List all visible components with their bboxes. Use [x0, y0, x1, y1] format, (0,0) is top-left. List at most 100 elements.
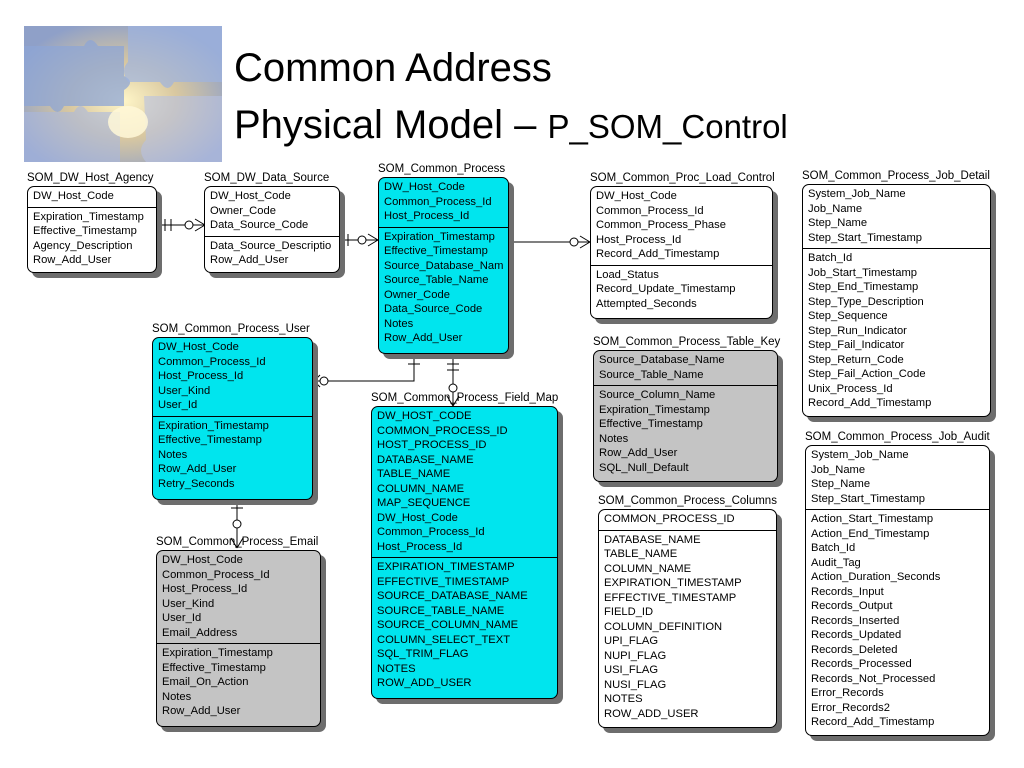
- entity-field: Unix_Process_Id: [808, 382, 893, 395]
- entity-field: Row_Add_User: [210, 254, 289, 266]
- entity-field: UPI_FLAG: [604, 635, 659, 647]
- entity-field: ROW_ADD_USER: [377, 677, 472, 689]
- entity-field: Step_Fail_Action_Code: [808, 368, 926, 380]
- entity-field: NOTES: [377, 662, 416, 675]
- entity-field: User_Kind: [162, 597, 215, 610]
- entity-table-key[interactable]: SOM_Common_Process_Table_Key Source_Data…: [593, 336, 781, 482]
- entity-field: COLUMN_NAME: [604, 562, 692, 575]
- entity-field: Record_Add_Timestamp: [808, 397, 932, 409]
- entity-field: Notes: [599, 432, 629, 445]
- entity-field: Row_Add_User: [158, 463, 237, 475]
- entity-field: Data_Source_Descriptio: [210, 239, 332, 252]
- entity-field: Attempted_Seconds: [596, 297, 697, 310]
- entity-field: EXPIRATION_TIMESTAMP: [604, 577, 742, 589]
- entity-field: HOST_PROCESS_ID: [377, 439, 487, 451]
- entity-proc-load-control[interactable]: SOM_Common_Proc_Load_Control DW_Host_Cod…: [590, 172, 775, 319]
- entity-field: System_Job_Name: [808, 188, 906, 200]
- entity-field: Host_Process_Id: [596, 233, 682, 246]
- entity-field: Notes: [162, 690, 192, 703]
- entity-field: Host_Process_Id: [158, 370, 244, 382]
- entity-field: Email_Address: [162, 626, 238, 639]
- entity-name: SOM_Common_Process_Job_Detail: [802, 170, 990, 182]
- entity-field: Effective_Timestamp: [384, 245, 488, 257]
- entity-host-agency[interactable]: SOM_DW_Host_Agency DW_Host_Code Expirati…: [27, 172, 157, 273]
- entity-field-map[interactable]: SOM_Common_Process_Field_Map DW_HOST_COD…: [371, 392, 558, 699]
- entity-field: Email_On_Action: [162, 676, 249, 688]
- entity-field: MAP_SEQUENCE: [377, 497, 471, 509]
- entity-key-fields: COMMON_PROCESS_ID: [599, 510, 776, 531]
- entity-field: Source_Table_Name: [599, 368, 704, 381]
- entity-field: Step_End_Timestamp: [808, 281, 919, 293]
- entity-job-detail[interactable]: SOM_Common_Process_Job_Detail System_Job…: [802, 170, 991, 417]
- rel-process-user-email: [230, 500, 244, 549]
- entity-field: SOURCE_COLUMN_NAME: [377, 619, 519, 631]
- entity-name: SOM_Common_Process_Email: [156, 536, 319, 548]
- entity-field: Row_Add_User: [162, 705, 241, 717]
- entity-field: Row_Add_User: [599, 447, 678, 459]
- entity-field: Source_Database_Nam: [384, 259, 504, 272]
- entity-field: Step_Start_Timestamp: [808, 231, 922, 244]
- entity-field: Records_Output: [811, 600, 893, 612]
- entity-field: SOURCE_TABLE_NAME: [377, 604, 505, 617]
- entity-field: COMMON_PROCESS_ID: [377, 424, 508, 437]
- entity-field: Record_Update_Timestamp: [596, 283, 736, 295]
- entity-field: EFFECTIVE_TIMESTAMP: [604, 591, 737, 604]
- entity-field: Records_Deleted: [811, 643, 898, 656]
- entity-field: Step_Start_Timestamp: [811, 492, 925, 505]
- entity-field: Effective_Timestamp: [33, 225, 137, 237]
- entity-field: Action_Start_Timestamp: [811, 513, 934, 525]
- entity-field: Step_Return_Code: [808, 353, 904, 366]
- entity-field: Effective_Timestamp: [158, 434, 262, 446]
- entity-process-columns[interactable]: SOM_Common_Process_Columns COMMON_PROCES…: [598, 495, 777, 728]
- entity-field: Source_Column_Name: [599, 389, 716, 401]
- entity-field: Audit_Tag: [811, 556, 861, 569]
- entity-field: Expiration_Timestamp: [158, 419, 269, 432]
- entity-field: Step_Name: [811, 478, 871, 490]
- entity-name: SOM_Common_Process_Table_Key: [593, 336, 781, 348]
- entity-field: Step_Sequence: [808, 310, 888, 322]
- entity-field: NUPI_FLAG: [604, 649, 667, 662]
- entity-field: Record_Add_Timestamp: [596, 248, 720, 260]
- entity-field: Expiration_Timestamp: [33, 210, 144, 223]
- entity-name: SOM_Common_Process_Field_Map: [371, 392, 559, 404]
- entity-job-audit[interactable]: SOM_Common_Process_Job_Audit System_Job_…: [805, 431, 990, 736]
- entity-field: Expiration_Timestamp: [599, 403, 710, 416]
- entity-field: Action_Duration_Seconds: [811, 571, 941, 583]
- entity-field: Step_Run_Indicator: [808, 324, 907, 337]
- entity-field: Host_Process_Id: [377, 540, 463, 553]
- entity-field: Row_Add_User: [384, 332, 463, 344]
- entity-field: ROW_ADD_USER: [604, 707, 699, 720]
- entity-field: Load_Status: [596, 268, 659, 281]
- entity-field: Owner_Code: [384, 288, 450, 301]
- entity-field: COLUMN_NAME: [377, 482, 465, 495]
- entity-name: SOM_Common_Process_Job_Audit: [805, 431, 990, 443]
- entity-field: SQL_TRIM_FLAG: [377, 648, 469, 660]
- entity-field: Common_Process_Id: [596, 204, 704, 217]
- entity-field: Records_Inserted: [811, 614, 900, 627]
- entity-name: SOM_Common_Proc_Load_Control: [590, 172, 775, 184]
- entity-field: User_Kind: [158, 384, 211, 397]
- entity-field: Common_Process_Id: [377, 526, 485, 538]
- entity-field: Common_Process_Id: [162, 568, 270, 581]
- entity-field: Records_Not_Processed: [811, 672, 936, 685]
- entity-field: EFFECTIVE_TIMESTAMP: [377, 575, 510, 588]
- entity-field: Agency_Description: [33, 239, 133, 252]
- entity-field: Source_Database_Name: [599, 354, 725, 366]
- entity-name: SOM_Common_Process: [378, 163, 506, 175]
